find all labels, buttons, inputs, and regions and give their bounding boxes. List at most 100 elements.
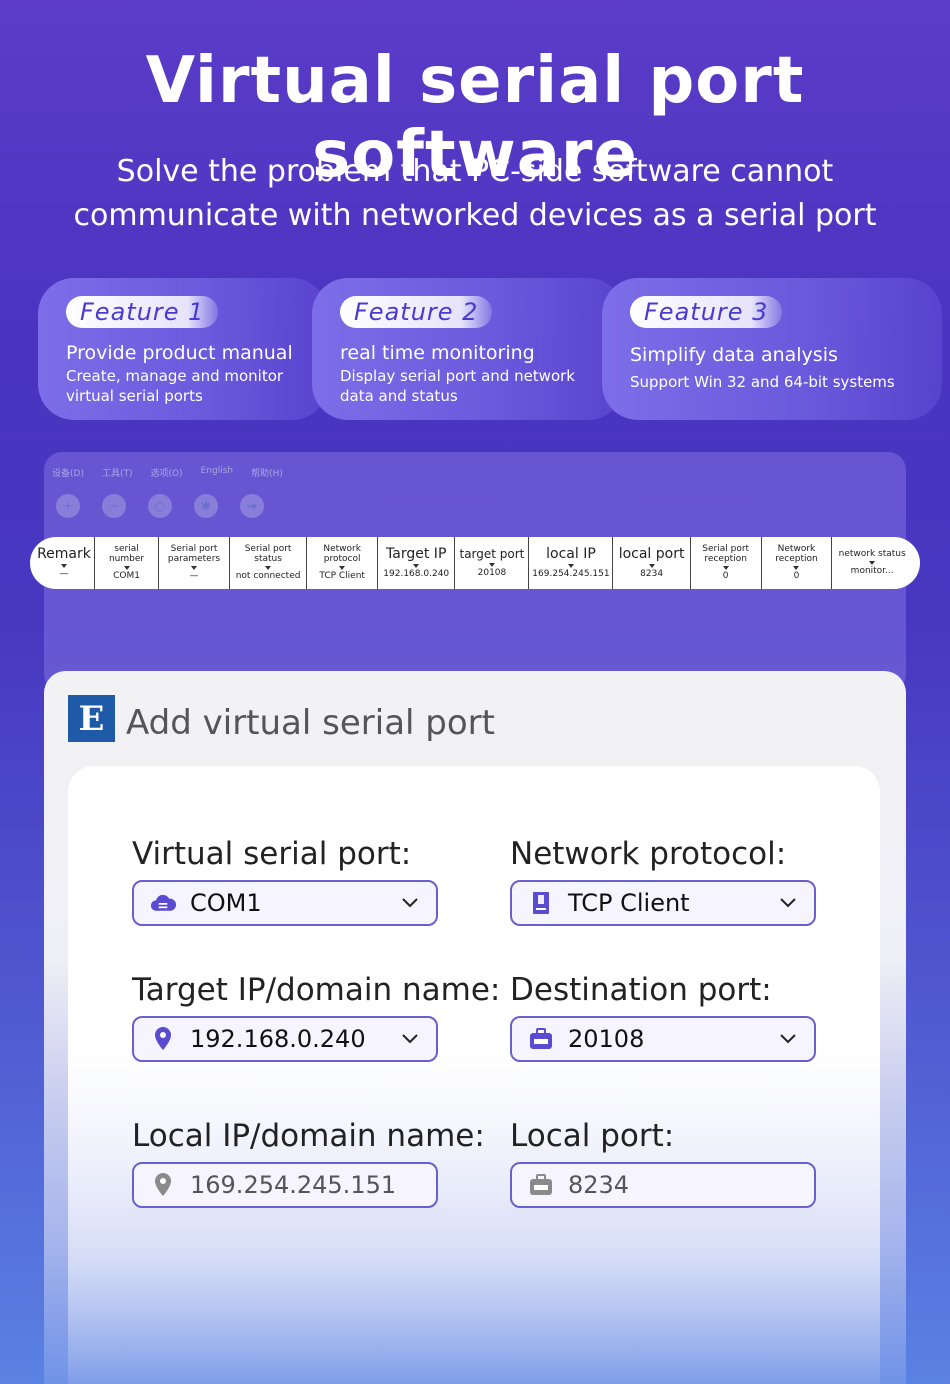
target-ip-field: Target IP/domain name: 192.168.0.240 [132, 972, 501, 1062]
column-target-port[interactable]: target port 20108 [455, 537, 530, 589]
toolbar: + − ○ ✱ ➔ [56, 494, 264, 518]
column-header: Network reception [775, 544, 818, 564]
sort-icon [567, 564, 574, 568]
field-label: Network protocol: [510, 836, 787, 872]
feature-heading: real time monitoring [340, 342, 535, 364]
column-header: Serial port status [244, 544, 292, 564]
sort-icon [413, 564, 420, 568]
column-value: 192.168.0.240 [383, 569, 450, 579]
field-label: Target IP/domain name: [132, 972, 501, 1008]
sort-icon [265, 566, 272, 570]
port-icon [528, 1028, 554, 1050]
feature-card-3: Feature 3 Simplify data analysis Support… [602, 278, 942, 420]
add-port-icon[interactable]: + [56, 494, 80, 518]
column-value: TCP Client [319, 571, 365, 581]
refresh-icon[interactable]: ○ [148, 494, 172, 518]
add-port-panel: E Add virtual serial port Virtual serial… [44, 671, 906, 1384]
column-header: serial number [108, 544, 145, 564]
column-serial-number[interactable]: serial number COM1 [95, 537, 160, 589]
port-table-header: Remark — serial number COM1 Serial port … [30, 537, 920, 589]
virtual-serial-port-select[interactable]: COM1 [132, 880, 438, 926]
brand-logo: E [68, 695, 115, 742]
column-header: local port [618, 546, 685, 562]
column-header: Remark [37, 546, 91, 562]
destination-port-field: Destination port: 20108 [510, 972, 816, 1062]
field-label: Virtual serial port: [132, 836, 412, 872]
location-pin-icon [150, 1172, 176, 1198]
column-value: 0 [793, 571, 800, 581]
column-target-ip[interactable]: Target IP 192.168.0.240 [378, 537, 456, 589]
column-serial-status[interactable]: Serial port status not connected [230, 537, 308, 589]
run-icon[interactable]: ➔ [240, 494, 264, 518]
column-local-port[interactable]: local port 8234 [613, 537, 691, 589]
feature-desc-line1: Display serial port and network [340, 367, 575, 385]
column-value: 0 [722, 571, 729, 581]
sort-icon [648, 564, 655, 568]
feature-desc-line1: Support Win 32 and 64-bit systems [630, 373, 895, 391]
menu-item-device[interactable]: 设备(D) [52, 469, 84, 479]
hero-subtitle-line2: communicate with networked devices as a … [73, 198, 877, 233]
sort-icon [339, 566, 346, 570]
column-header: network status [838, 549, 906, 559]
local-ip-field: Local IP/domain name: 169.254.245.151 [132, 1118, 485, 1208]
form-card: Virtual serial port: COM1 Network protoc… [68, 766, 880, 1384]
menu-item-help[interactable]: 帮助(H) [251, 469, 283, 479]
feature-desc-line2: data and status [340, 387, 458, 405]
local-port-input[interactable]: 8234 [510, 1162, 816, 1208]
sort-icon [722, 566, 729, 570]
chevron-down-icon[interactable] [400, 893, 420, 913]
network-protocol-select[interactable]: TCP Client [510, 880, 816, 926]
column-value: 20108 [477, 568, 507, 578]
chevron-down-icon[interactable] [400, 1029, 420, 1049]
port-icon [528, 1174, 554, 1196]
select-value: 192.168.0.240 [190, 1025, 366, 1053]
sort-icon [488, 563, 495, 567]
select-value: COM1 [190, 889, 262, 917]
remove-port-icon[interactable]: − [102, 494, 126, 518]
column-serial-reception[interactable]: Serial port reception 0 [691, 537, 762, 589]
column-header: target port [459, 547, 525, 561]
input-value: 8234 [568, 1171, 630, 1199]
hero-subtitle: Solve the problem that PC-side software … [0, 150, 950, 238]
input-value: 169.254.245.151 [190, 1171, 397, 1199]
document-icon [528, 891, 554, 915]
feature-desc-line2: virtual serial ports [66, 387, 203, 405]
column-remark[interactable]: Remark — [34, 537, 95, 589]
feature-tag: Feature 2 [340, 296, 493, 328]
sort-icon [60, 564, 67, 568]
feature-card-1: Feature 1 Provide product manual Create,… [38, 278, 328, 420]
feature-tag: Feature 1 [66, 296, 219, 328]
column-header: Serial port parameters [167, 544, 221, 564]
chevron-down-icon[interactable] [778, 1029, 798, 1049]
column-header: Target IP [386, 546, 447, 562]
column-value: 169.254.245.151 [532, 569, 610, 579]
menu-item-language[interactable]: English [200, 466, 234, 476]
column-serial-parameters[interactable]: Serial port parameters — [159, 537, 230, 589]
column-network-status[interactable]: network status monitor... [832, 537, 912, 589]
target-ip-select[interactable]: 192.168.0.240 [132, 1016, 438, 1062]
field-label: Local IP/domain name: [132, 1118, 485, 1154]
sort-icon [191, 566, 198, 570]
column-network-protocol[interactable]: Network protocol TCP Client [307, 537, 379, 589]
network-protocol-field: Network protocol: TCP Client [510, 836, 816, 926]
menu-item-tools[interactable]: 工具(T) [101, 469, 133, 479]
column-network-reception[interactable]: Network reception 0 [762, 537, 833, 589]
local-port-field: Local port: 8234 [510, 1118, 816, 1208]
column-value: 8234 [640, 569, 664, 579]
hero-subtitle-line1: Solve the problem that PC-side software … [116, 154, 834, 189]
hero-title: Virtual serial port software [145, 44, 805, 192]
destination-port-select[interactable]: 20108 [510, 1016, 816, 1062]
chevron-down-icon[interactable] [778, 893, 798, 913]
sort-icon [123, 566, 130, 570]
local-ip-input[interactable]: 169.254.245.151 [132, 1162, 438, 1208]
column-header: Serial port reception [702, 544, 750, 564]
settings-icon[interactable]: ✱ [194, 494, 218, 518]
select-value: 20108 [568, 1025, 645, 1053]
select-value: TCP Client [568, 889, 690, 917]
virtual-serial-port-field: Virtual serial port: COM1 [132, 836, 438, 926]
column-local-ip[interactable]: local IP 169.254.245.151 [529, 537, 614, 589]
menu-item-options[interactable]: 选项(O) [150, 469, 183, 479]
sort-icon [793, 566, 800, 570]
menubar: 设备(D) 工具(T) 选项(O) English 帮助(H) [52, 466, 283, 479]
cloud-icon [150, 892, 176, 914]
